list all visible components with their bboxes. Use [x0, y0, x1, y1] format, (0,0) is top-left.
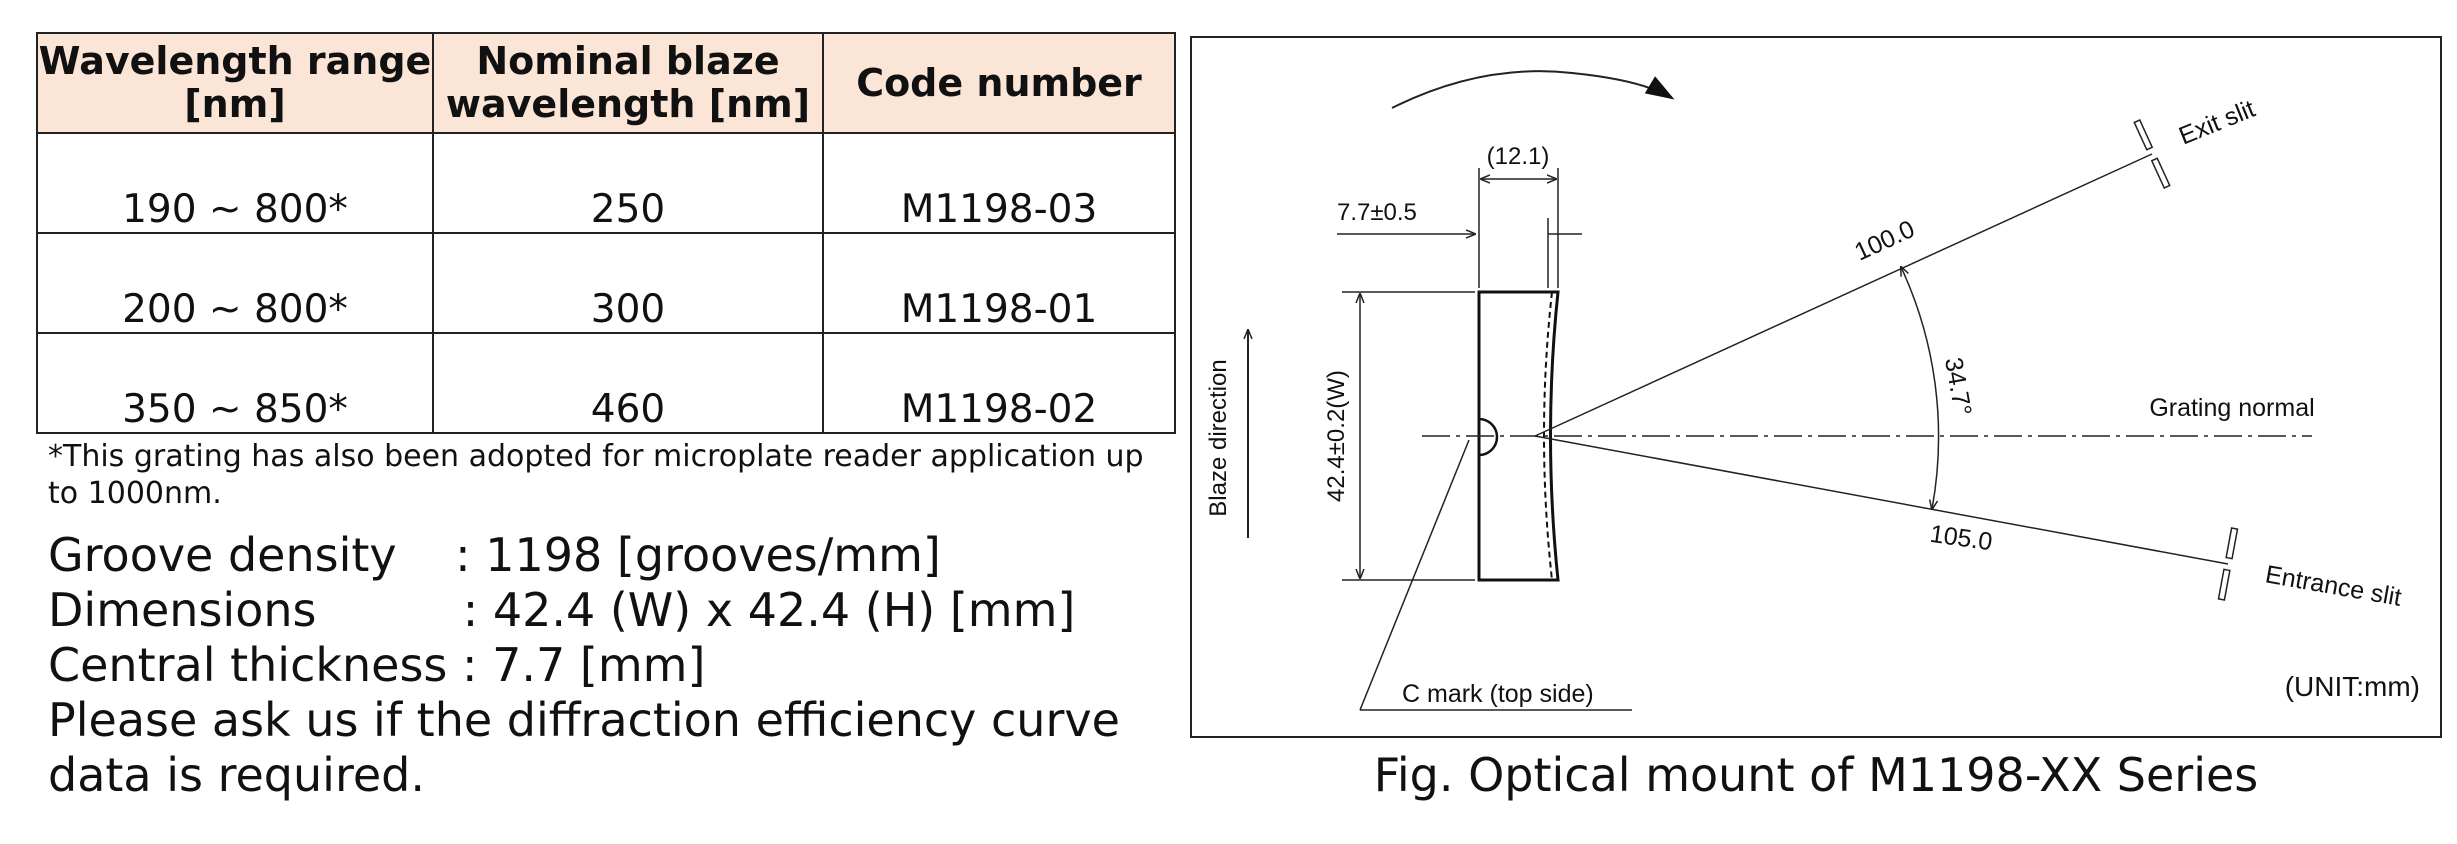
thickness-dimension-label: 7.7±0.5: [1337, 199, 1417, 226]
optical-mount-drawing: (12.1) 7.7±0.5 42.4±0.2(W) Blaze directi…: [1205, 70, 2420, 711]
table-header-row: Wavelength range [nm] Nominal blaze wave…: [36, 32, 1176, 134]
grating-normal-label: Grating normal: [2149, 394, 2314, 422]
exit-slit: [2133, 119, 2171, 189]
cell-blaze-wavelength: 300: [432, 232, 824, 334]
dimensions-spec: Dimensions : 42.4 (W) x 42.4 (H) [mm]: [48, 583, 1076, 637]
c-mark-label: C mark (top side): [1402, 680, 1594, 708]
table-row: 200 ~ 800* 300 M1198-01: [36, 232, 1176, 334]
unit-label: (UNIT:mm): [2285, 671, 2420, 702]
c-mark: [1478, 417, 1499, 457]
cell-wavelength-range: 350 ~ 850*: [36, 332, 434, 434]
table-row: 190 ~ 800* 250 M1198-03: [36, 132, 1176, 234]
blaze-direction-label: Blaze direction: [1205, 359, 1232, 516]
entrance-slit-label: Entrance slit: [2263, 560, 2403, 611]
angle-arc: [1901, 267, 1940, 509]
central-thickness-spec: Central thickness : 7.7 [mm]: [48, 638, 706, 692]
efficiency-curve-note: Please ask us if the diffraction efficie…: [48, 693, 1120, 802]
exit-ray: [1534, 153, 2153, 437]
exit-slit-label: Exit slit: [2175, 95, 2259, 151]
c-mark-leader: [1359, 439, 1470, 711]
cell-wavelength-range: 190 ~ 800*: [36, 132, 434, 234]
groove-density-spec: Groove density : 1198 [grooves/mm]: [48, 528, 941, 582]
grating-spec-table: Wavelength range [nm] Nominal blaze wave…: [36, 32, 1176, 434]
width-dimension-label: (12.1): [1487, 143, 1550, 170]
table-footnote: *This grating has also been adopted for …: [48, 439, 1144, 511]
header-code-number: Code number: [822, 32, 1176, 134]
header-blaze-wavelength: Nominal blaze wavelength [nm]: [432, 32, 824, 134]
optical-mount-diagram: (12.1) 7.7±0.5 42.4±0.2(W) Blaze directi…: [1190, 36, 2442, 738]
header-wavelength-range: Wavelength range [nm]: [36, 32, 434, 134]
exit-distance-label: 100.0: [1850, 215, 1919, 267]
cell-code-number: M1198-02: [822, 332, 1176, 434]
cell-code-number: M1198-01: [822, 232, 1176, 334]
height-dimension-label: 42.4±0.2(W): [1323, 370, 1350, 502]
cell-code-number: M1198-03: [822, 132, 1176, 234]
table-row: 350 ~ 850* 460 M1198-02: [36, 332, 1176, 434]
figure-caption: Fig. Optical mount of M1198-XX Series: [1373, 748, 2259, 802]
entrance-distance-label: 105.0: [1928, 520, 1994, 556]
angle-label: 34.7°: [1939, 355, 1977, 418]
cell-wavelength-range: 200 ~ 800*: [36, 232, 434, 334]
entrance-ray: [1534, 435, 2229, 565]
cell-blaze-wavelength: 460: [432, 332, 824, 434]
spec-list: Groove density : 1198 [grooves/mm] Dimen…: [48, 528, 1188, 803]
cell-blaze-wavelength: 250: [432, 132, 824, 234]
rotation-arrow: [1391, 70, 1675, 109]
entrance-slit: [2217, 527, 2239, 601]
